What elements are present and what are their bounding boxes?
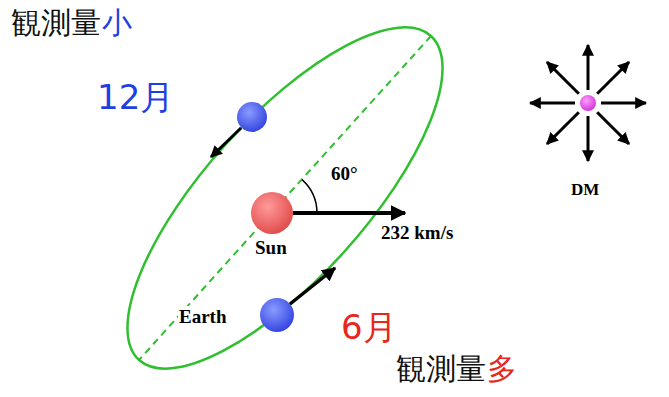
- month-label: 12月: [96, 78, 175, 117]
- angle-label: 60°: [330, 163, 359, 185]
- orbit-axis: [139, 36, 431, 360]
- small-marker: 小: [101, 6, 133, 41]
- observed-amount-label: 観測量: [395, 352, 487, 387]
- dm-wind-arrows: [530, 45, 646, 161]
- dm-particle: [580, 95, 596, 111]
- month-label: 6月: [340, 308, 398, 347]
- observed-amount-label: 観測量: [10, 6, 102, 41]
- sun-label: Sun: [254, 237, 288, 259]
- earth-june-ball: [260, 298, 294, 332]
- velocity-label: 232 km/s: [380, 222, 454, 244]
- earth-june-arrow: [290, 268, 335, 304]
- earth-december-arrow: [211, 128, 241, 157]
- large-marker: 多: [486, 352, 518, 387]
- dm-label: DM: [570, 180, 600, 200]
- earth-label: Earth: [178, 306, 228, 328]
- sun-velocity-arrow: [293, 211, 405, 215]
- earth-december-ball: [237, 102, 267, 132]
- angle-arc: [302, 180, 317, 213]
- sun-ball: [251, 192, 293, 234]
- earth-orbit: [80, 0, 491, 397]
